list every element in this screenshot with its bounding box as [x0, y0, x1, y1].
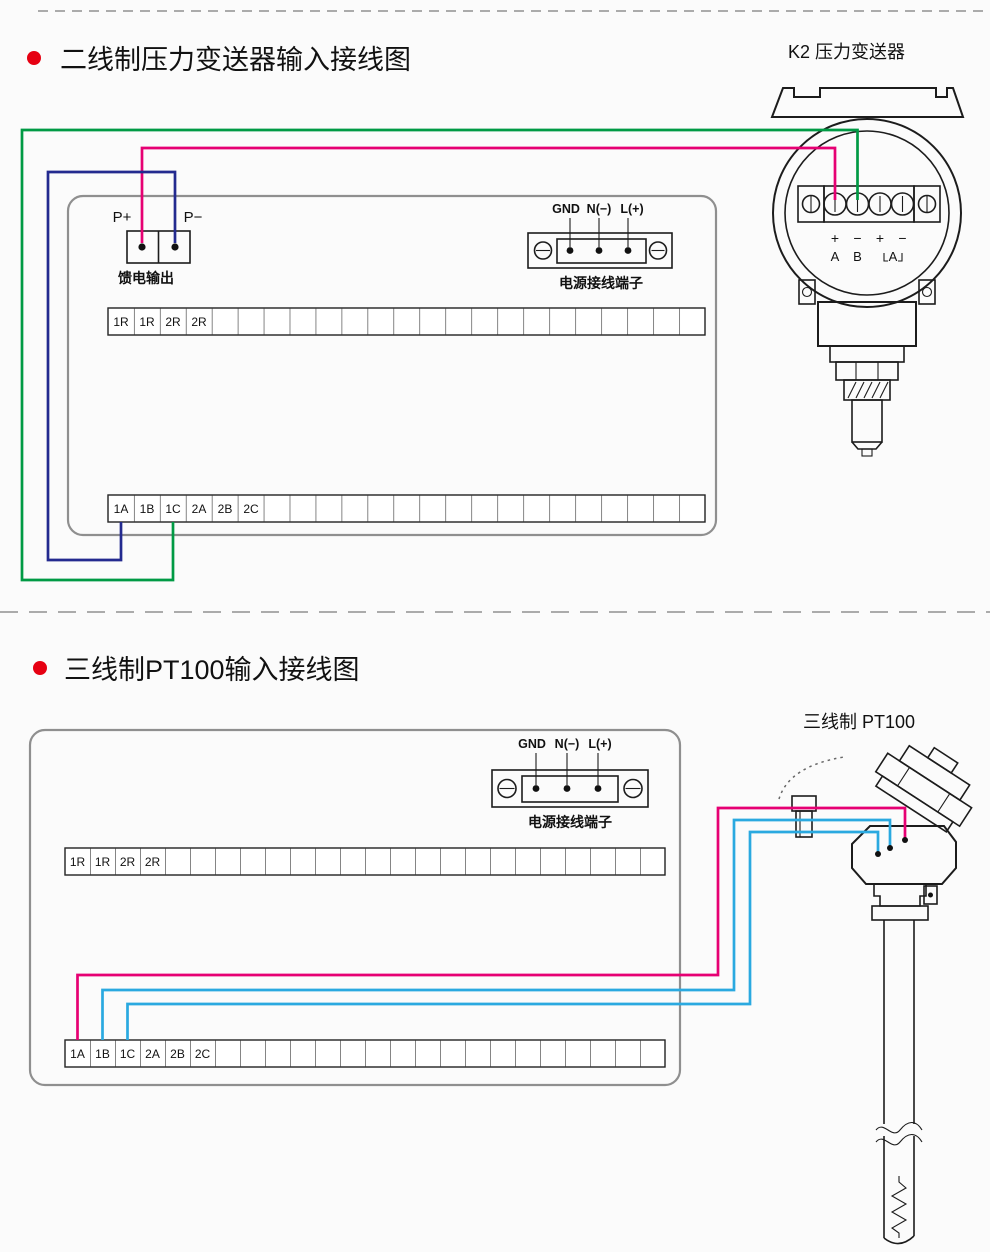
terminal-dot	[875, 851, 881, 857]
power-block-caption: 电源接线端子	[528, 814, 612, 830]
threaded-fitting	[843, 379, 891, 401]
probe-upper	[883, 920, 915, 1124]
neutral-label: N(−)	[587, 202, 612, 216]
section1-title: 二线制压力变送器输入接线图	[60, 45, 411, 75]
terminal-label: 1A	[114, 502, 129, 516]
resistor-element	[890, 1176, 908, 1238]
bracket-marks	[883, 253, 903, 262]
mounting-bracket	[770, 87, 965, 118]
line-label: L(+)	[588, 737, 611, 751]
pressure-transmitter-drawing: + − + − A B A	[770, 87, 965, 457]
terminal-label: 2A	[145, 1047, 160, 1061]
polarity-sign: +	[831, 230, 839, 246]
pt100-label: 三线制 PT100	[803, 712, 915, 732]
bullet-icon	[27, 51, 41, 65]
rotation-hint-arc	[778, 756, 845, 800]
terminal-letter: A	[889, 249, 898, 264]
terminal-label: 1B	[95, 1047, 110, 1061]
gnd-label: GND	[518, 737, 546, 751]
bullet-icon	[33, 661, 47, 675]
line-label: L(+)	[620, 202, 643, 216]
terminal-strip-input-2: 1A 1B 1C 2A 2B 2C	[64, 1039, 666, 1068]
sensor-cap	[874, 744, 973, 833]
terminal-label: 2B	[170, 1047, 185, 1061]
wire-cyan-1c	[126, 830, 880, 1040]
polarity-sign: −	[898, 230, 906, 246]
terminal-label: 1B	[140, 502, 155, 516]
terminal-label: 2R	[120, 855, 136, 869]
section2-title: 三线制PT100输入接线图	[64, 655, 360, 685]
terminal-letter: A	[831, 249, 840, 264]
terminal-label: 2B	[218, 502, 233, 516]
terminal-label: 2R	[165, 315, 181, 329]
wire-green-1c	[20, 128, 859, 582]
terminal-label: 1A	[70, 1047, 85, 1061]
terminal-label: 1C	[165, 502, 181, 516]
connection-head	[851, 825, 957, 885]
p-minus-label: P−	[184, 209, 203, 226]
wire-navy-1a	[46, 170, 177, 562]
terminal-strip-relay-1: 1R 1R 2R 2R	[107, 307, 706, 336]
terminal-label: 2C	[243, 502, 259, 516]
terminal-label: 1R	[113, 315, 129, 329]
probe-collar	[871, 905, 929, 921]
wire-magenta-1a	[76, 806, 907, 1040]
feed-output-terminal: P+ P− 馈电输出	[113, 209, 203, 286]
section2: 三线制PT100输入接线图 三线制 PT100 GND N(−) L(+) 电源…	[28, 655, 973, 1245]
gnd-label: GND	[552, 202, 580, 216]
screw-icon	[533, 241, 553, 260]
terminal-dot	[138, 243, 146, 251]
terminal-label: 1R	[139, 315, 155, 329]
terminal-label: 2R	[145, 855, 161, 869]
instrument-panel	[66, 194, 718, 537]
terminal-label: 2A	[192, 502, 207, 516]
wire-magenta-p-plus	[140, 146, 837, 243]
hex-fitting	[835, 361, 899, 381]
feed-output-caption: 馈电输出	[118, 270, 174, 286]
terminal-label: 1C	[120, 1047, 136, 1061]
terminal-strip-relay-2: 1R 1R 2R 2R	[64, 847, 666, 876]
terminal-dot	[887, 845, 893, 851]
break-mark	[875, 1133, 923, 1146]
terminal-dot	[902, 837, 908, 843]
transmitter-body	[817, 301, 917, 347]
terminal-label: 2R	[191, 315, 207, 329]
p-plus-label: P+	[113, 209, 132, 226]
break-mark	[875, 1121, 923, 1134]
transmitter-head	[772, 118, 962, 308]
screw-icon	[648, 241, 668, 260]
terminal-letter: B	[853, 249, 862, 264]
section1: 二线制压力变送器输入接线图 K2 压力变送器 P+ P− 馈电输出 GND N(…	[20, 42, 965, 582]
neutral-label: N(−)	[555, 737, 580, 751]
terminal-label: 1R	[95, 855, 111, 869]
terminal-dot	[171, 243, 179, 251]
screw-icon	[623, 778, 643, 799]
power-block-caption: 电源接线端子	[559, 275, 643, 291]
instrument-panel	[28, 728, 682, 1087]
wire-cyan-1b	[101, 818, 892, 1040]
terminal-strip-input-1: 1A 1B 1C 2A 2B 2C	[107, 494, 706, 523]
probe-tip	[883, 1235, 915, 1245]
polarity-sign: +	[876, 230, 884, 246]
sensor-neck	[873, 884, 927, 907]
pt100-sensor-drawing	[778, 744, 973, 1245]
transmitter-label: K2 压力变送器	[788, 42, 905, 62]
probe-lower	[883, 1136, 915, 1238]
terminal-screw	[890, 192, 915, 216]
process-connection	[851, 399, 883, 443]
screw-icon	[917, 194, 937, 214]
polarity-sign: −	[853, 230, 861, 246]
screw-icon	[801, 194, 821, 214]
power-terminal-block-1: GND N(−) L(+) 电源接线端子	[527, 202, 673, 291]
power-terminal-block-2: GND N(−) L(+) 电源接线端子	[491, 737, 649, 830]
terminal-label: 2C	[195, 1047, 211, 1061]
screw-icon	[497, 778, 517, 799]
terminal-label: 1R	[70, 855, 86, 869]
